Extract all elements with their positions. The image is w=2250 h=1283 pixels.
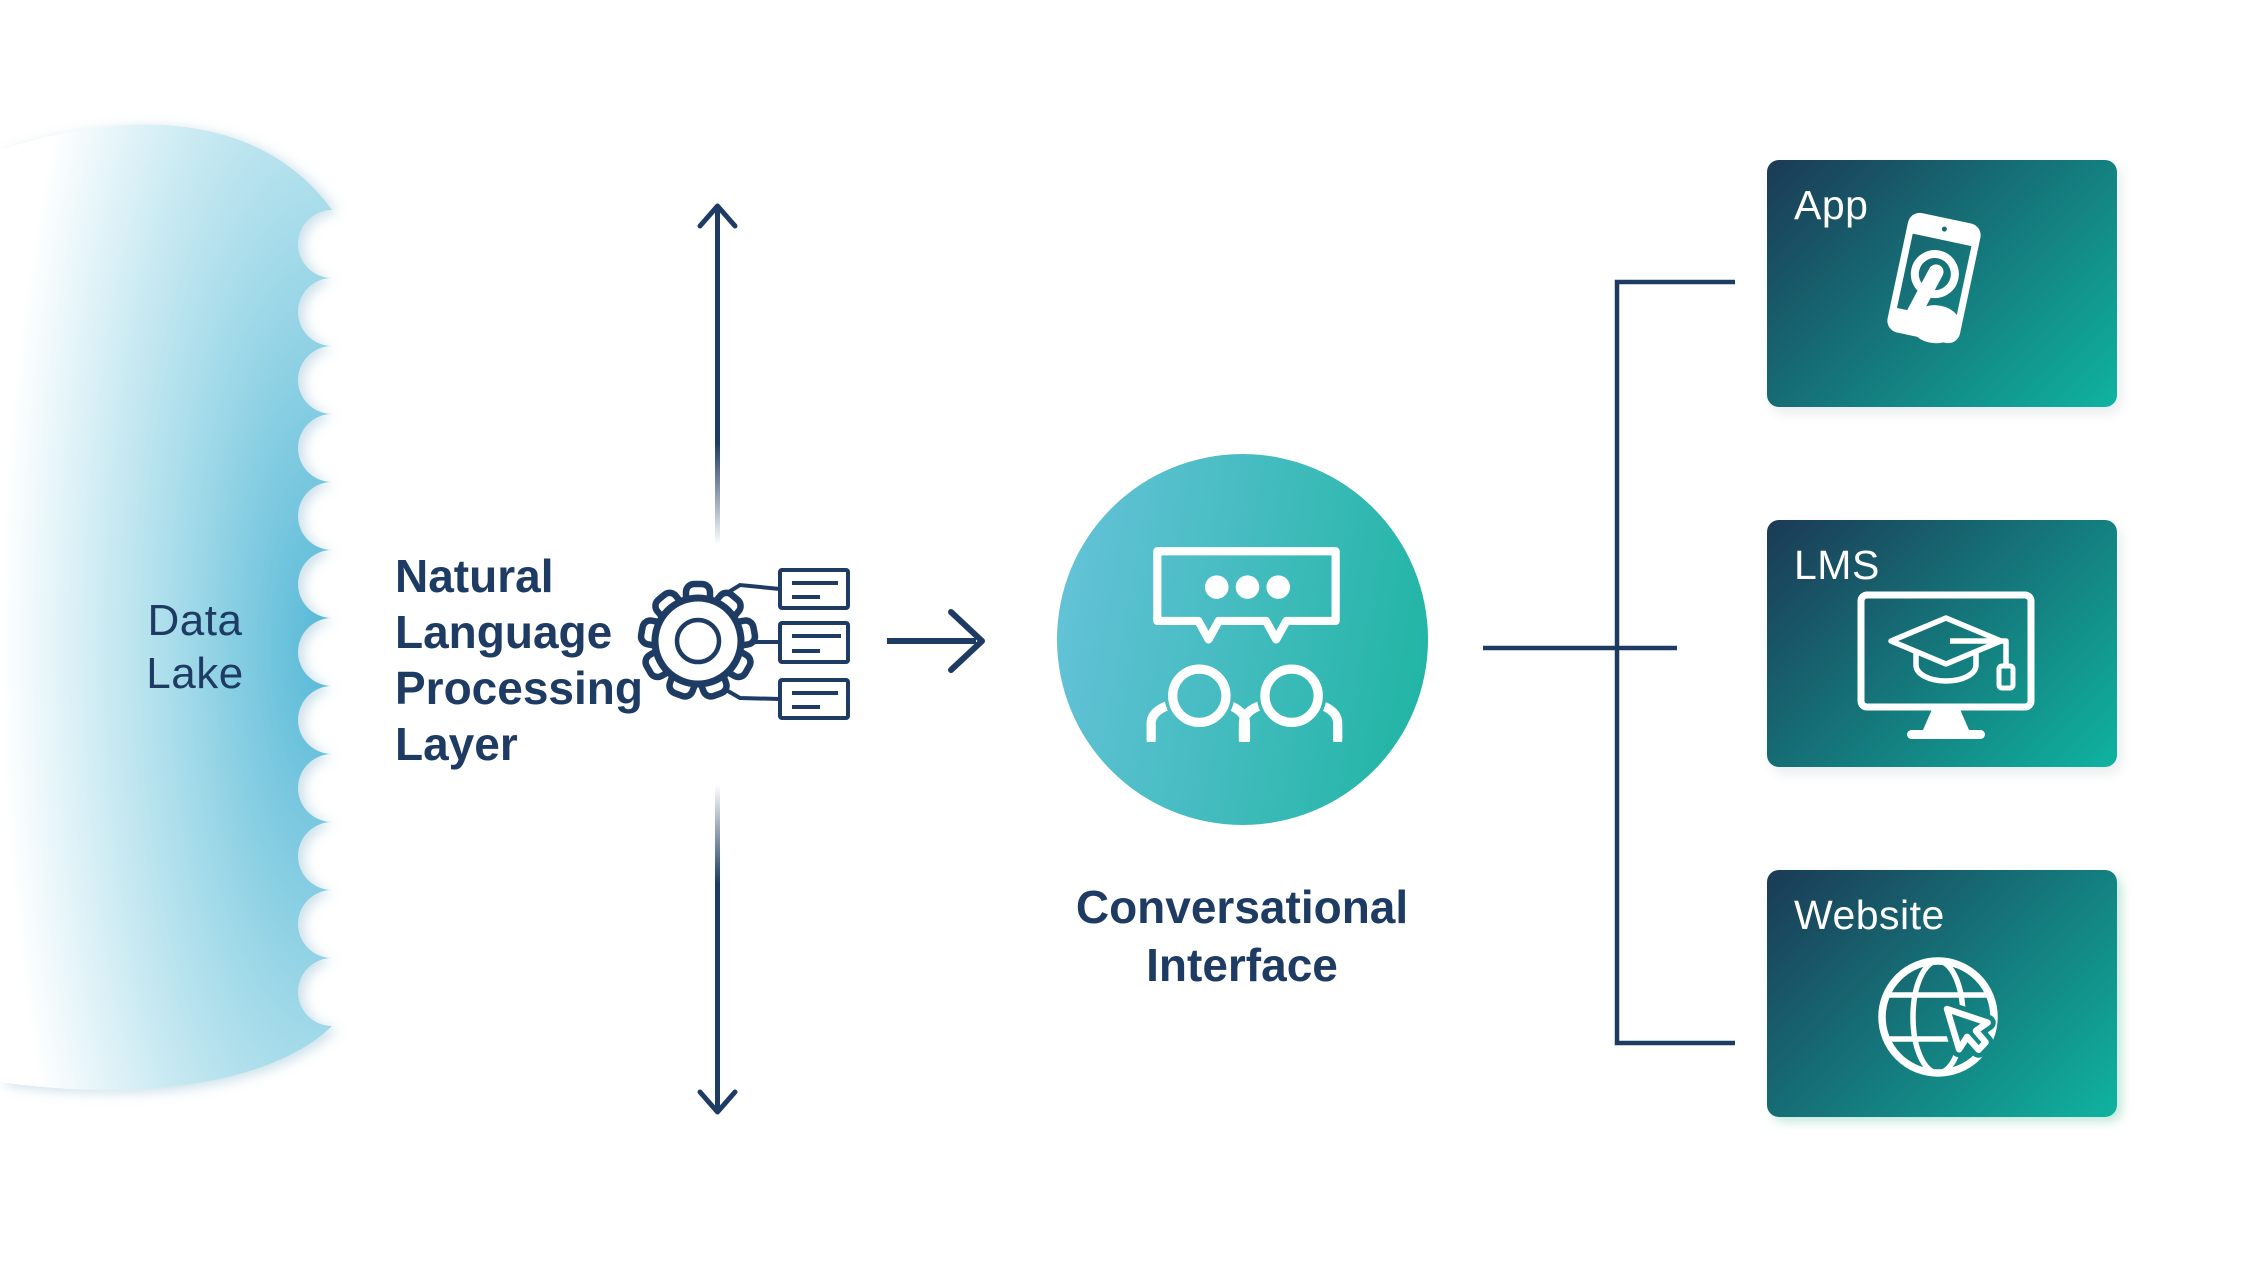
- website-card-label: Website: [1794, 892, 1945, 938]
- monitor-graduation-cap-icon: [1857, 591, 2035, 739]
- data-lake-shape: [0, 124, 332, 1090]
- conversational-interface-circle: [1057, 454, 1428, 825]
- app-card-label: App: [1794, 182, 1869, 228]
- chat-people-icon: [1146, 547, 1343, 742]
- channel-card-lms: LMS: [1767, 520, 2117, 767]
- arrow-right-icon: [887, 609, 985, 673]
- channel-bracket: [1483, 279, 1735, 1046]
- nlp-layer-label: Natural Language Processing Layer: [395, 550, 643, 770]
- channel-card-app: App: [1767, 160, 2117, 407]
- document-list-boxes: [778, 568, 850, 720]
- cursor-arrow: [1943, 1005, 1991, 1054]
- touch-finger: [1905, 264, 1961, 344]
- graduation-cap: [1888, 615, 2016, 691]
- globe-cursor-icon: [1878, 957, 1998, 1077]
- channel-card-website: Website: [1767, 870, 2117, 1117]
- gear-icon: [637, 580, 759, 700]
- data-lake-label: Data Lake: [146, 596, 244, 698]
- vertical-arrow-down-icon: [697, 785, 738, 1115]
- vertical-arrow-up-icon: [697, 203, 738, 545]
- lms-card-label: LMS: [1794, 542, 1880, 588]
- gear-documents-icon: [637, 568, 850, 720]
- mobile-touch-icon: [1887, 212, 1981, 344]
- conversational-interface-label: Conversational Interface: [1075, 881, 1409, 991]
